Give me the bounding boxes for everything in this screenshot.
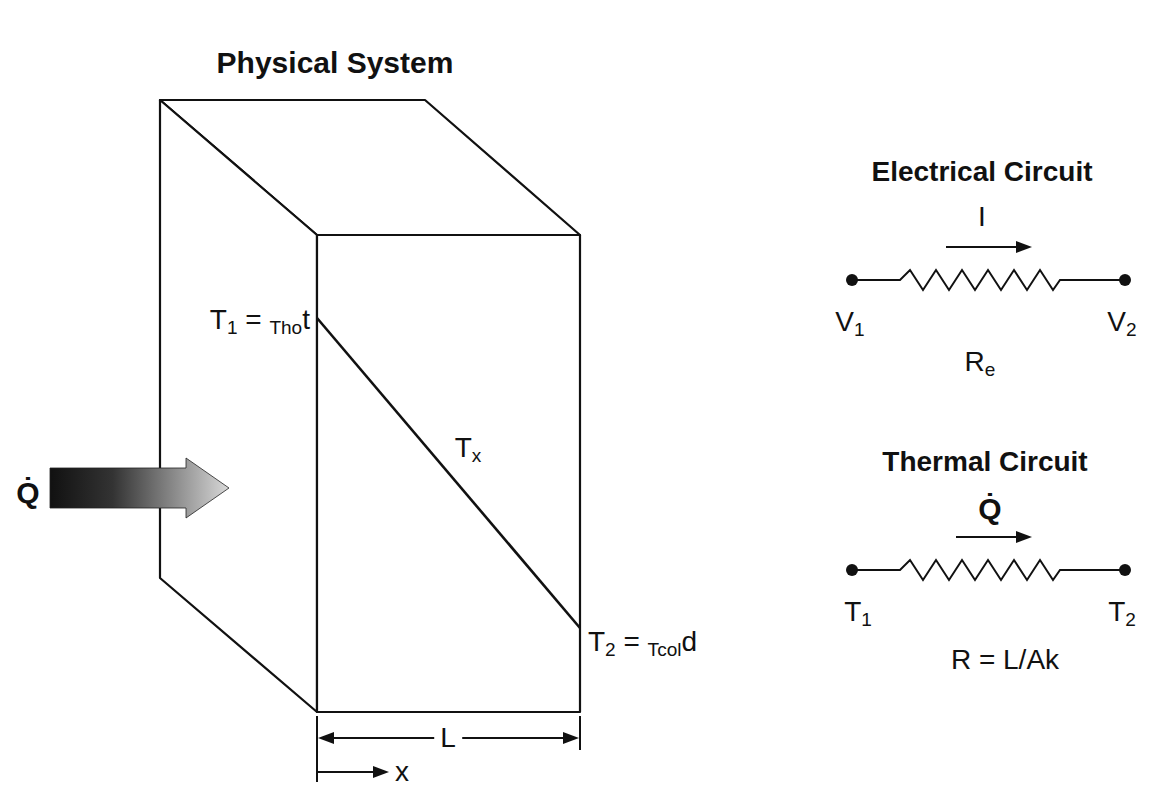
panel-title: Electrical Circuit bbox=[872, 157, 1093, 188]
temperature-label: T2 = Tcold bbox=[588, 627, 697, 658]
resistor-symbol bbox=[852, 270, 1125, 580]
temperature-label: Tx bbox=[455, 433, 482, 464]
heat-flow-label: Q̇ bbox=[16, 476, 39, 509]
dimension-lines bbox=[317, 716, 580, 782]
current-label: I bbox=[978, 202, 986, 233]
resistance-label: Re bbox=[965, 347, 996, 378]
voltage-label: V1 bbox=[835, 307, 864, 338]
flow-arrow bbox=[946, 241, 1032, 543]
panel-title: Physical System bbox=[217, 46, 454, 79]
axis-label: x bbox=[395, 757, 409, 786]
temperature-label: T1 bbox=[844, 597, 872, 628]
slab-outline bbox=[160, 100, 580, 712]
terminal-dot bbox=[846, 274, 1131, 576]
temperature-label: T2 bbox=[1108, 597, 1136, 628]
heat-flow-label: Q̇ bbox=[978, 492, 1001, 525]
voltage-label: V2 bbox=[1107, 307, 1136, 338]
heat-arrow bbox=[50, 458, 229, 518]
resistance-label: R = L/Ak bbox=[951, 645, 1059, 676]
temperature-profile bbox=[317, 318, 580, 628]
panel-title: Thermal Circuit bbox=[882, 447, 1087, 478]
temperature-label: T1 = Thot bbox=[210, 305, 310, 336]
dimension-label: L bbox=[434, 723, 462, 754]
